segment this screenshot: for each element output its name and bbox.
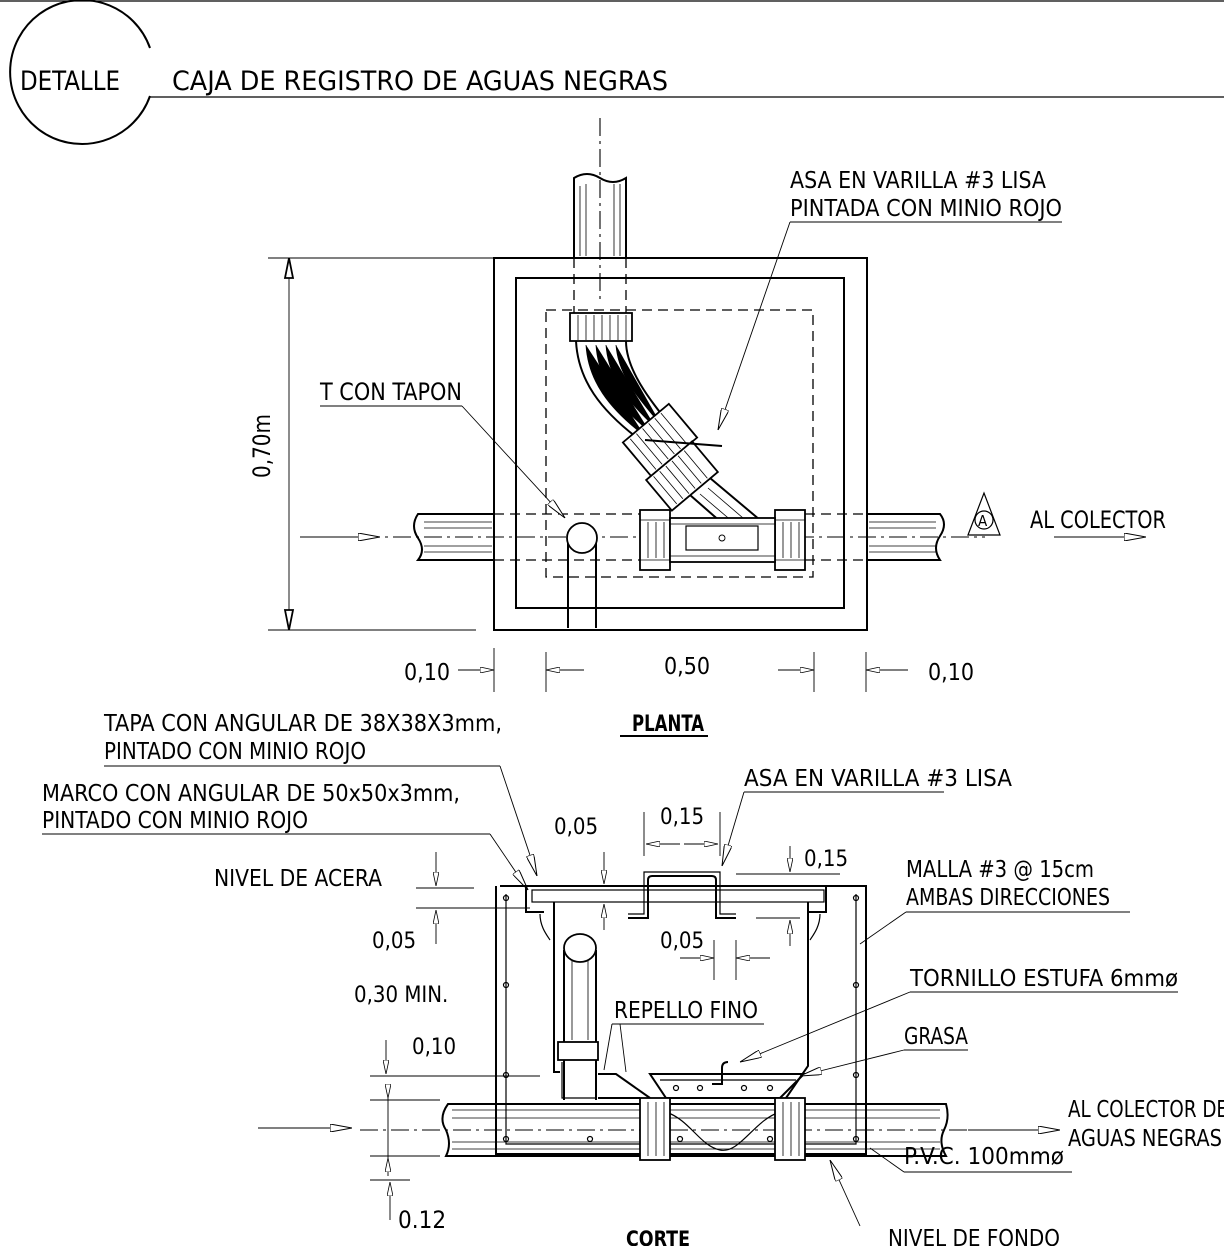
header: DETALLE CAJA DE REGISTRO DE AGUAS NEGRAS — [0, 0, 1224, 145]
pipe-note: P.V.C. 100mmø — [904, 1144, 1064, 1170]
section-box-inner-line — [505, 894, 857, 1145]
bottom-level-note: NIVEL DE FONDO — [888, 1226, 1060, 1246]
plan-caption: PLANTA — [632, 712, 705, 737]
chamber-wall-left — [553, 902, 560, 1073]
dim-handle-height: 0,15 — [804, 847, 848, 872]
plan-box-inner — [515, 277, 845, 609]
dim-frame-height: 0,05 — [372, 929, 416, 954]
screw-note-leader — [740, 991, 911, 1062]
cover-note-line2: PINTADO CON MINIO ROJO — [104, 739, 366, 765]
dim-cover-top: 0,05 — [554, 815, 598, 840]
dim-chamber-offset: 0,05 — [660, 929, 704, 954]
section-handle — [628, 875, 736, 919]
plaster-note: REPELLO FINO — [614, 998, 758, 1024]
frame-angle-left — [525, 886, 544, 913]
plan-elbow-fitting — [569, 312, 761, 531]
section-marker-triangle — [967, 491, 1001, 536]
section-collector-note-line2: AGUAS NEGRAS — [1068, 1126, 1222, 1152]
detail-bubble-label: DETALLE — [20, 66, 120, 97]
plan-view: T CON TAPON ASA EN VARILLA #3 LISA PINTA… — [248, 118, 1166, 737]
mesh-note-leader — [859, 911, 907, 945]
dim-pipe-depth: 0.12 — [398, 1206, 446, 1234]
dim-center-label: 0,50 — [664, 654, 710, 680]
plan-box-outer — [493, 257, 868, 631]
frame-angle-right — [808, 886, 827, 913]
dim-right-label: 0,10 — [928, 660, 974, 686]
detail-bubble — [9, 0, 151, 145]
sidewalk-note: NIVEL DE ACERA — [214, 866, 382, 892]
cover-plate — [531, 889, 825, 903]
section-view: TAPA CON ANGULAR DE 38X38X3mm, PINTADO C… — [42, 711, 1224, 1246]
tee-note: T CON TAPON — [319, 378, 462, 406]
tee-note-leader — [461, 405, 565, 518]
dim-handle-width: 0,15 — [660, 805, 704, 830]
plan-handle-note-line1: ASA EN VARILLA #3 LISA — [790, 168, 1046, 194]
section-collector-note-line1: AL COLECTOR DE — [1068, 1097, 1224, 1123]
section-marker-circle — [974, 510, 994, 530]
dim-height-arrow-top — [283, 257, 295, 279]
section-caption: CORTE — [626, 1227, 690, 1246]
dim-height-arrow-bottom — [283, 609, 295, 631]
plan-collector-note: AL COLECTOR — [1030, 506, 1166, 534]
plan-handle-note-leader — [718, 221, 791, 430]
cover-note-line1: TAPA CON ANGULAR DE 38X38X3mm, — [103, 711, 502, 737]
plan-handle-rod — [644, 439, 723, 447]
stove-screw — [712, 1061, 729, 1085]
frame-note-leader — [489, 833, 528, 890]
section-tee-plug — [557, 933, 599, 1100]
rebar-dots — [502, 894, 860, 1143]
cover-note-leader — [499, 765, 537, 876]
grease-note: GRASA — [904, 1024, 968, 1050]
screw-note: TORNILLO ESTUFA 6mmø — [909, 966, 1178, 992]
dim-height-label: 0,70m — [248, 414, 276, 478]
plan-handle-note-line2: PINTADA CON MINIO ROJO — [790, 196, 1062, 222]
section-handle-note-leader — [722, 791, 745, 866]
dim-left-label: 0,10 — [404, 660, 450, 686]
dim-slab: 0,10 — [412, 1035, 456, 1060]
mesh-note-line1: MALLA #3 @ 15cm — [906, 857, 1094, 883]
chamber-wall-right — [785, 902, 809, 1099]
grease-note-leader — [800, 1049, 905, 1076]
plan-tee-plug — [566, 522, 598, 628]
section-marker-label: A — [978, 512, 988, 530]
plan-top-pipe — [573, 173, 627, 318]
plan-box-hidden-outline — [545, 309, 814, 578]
sheet-title: CAJA DE REGISTRO DE AGUAS NEGRAS — [172, 66, 668, 97]
section-horizontal-pipe — [360, 1097, 1060, 1161]
mesh-note-line2: AMBAS DIRECCIONES — [906, 885, 1110, 911]
frame-note-line2: PINTADO CON MINIO ROJO — [42, 808, 308, 834]
grease-basin — [648, 1073, 807, 1099]
frame-note-line1: MARCO CON ANGULAR DE 50x50x3mm, — [42, 781, 460, 807]
plan-tee-fitting — [639, 509, 806, 571]
section-handle-note: ASA EN VARILLA #3 LISA — [744, 766, 1012, 792]
dim-min-depth: 0,30 MIN. — [354, 983, 448, 1008]
bottom-level-leader — [830, 1160, 861, 1227]
